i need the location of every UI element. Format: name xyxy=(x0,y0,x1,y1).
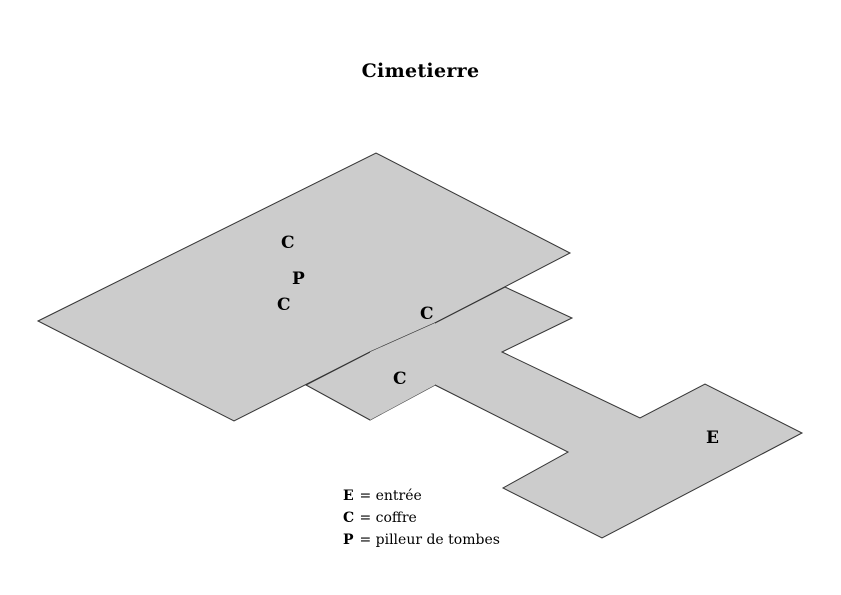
chest-marker: C xyxy=(281,233,295,253)
legend-item-chest: C = coffre xyxy=(343,507,500,529)
legend-symbol: P xyxy=(343,532,354,548)
chest-marker: C xyxy=(393,369,407,389)
map-title: Cimetierre xyxy=(361,60,480,82)
grave-robber-marker: P xyxy=(292,269,305,289)
chest-marker: C xyxy=(420,304,434,324)
legend-text: = pilleur de tombes xyxy=(359,532,500,548)
chest-marker: C xyxy=(277,295,291,315)
map-legend: E = entrée C = coffre P = pilleur de tom… xyxy=(343,485,500,551)
entrance-marker: E xyxy=(706,428,719,448)
legend-text: = coffre xyxy=(359,510,417,526)
legend-symbol: E xyxy=(343,488,354,504)
legend-text: = entrée xyxy=(359,488,422,504)
legend-symbol: C xyxy=(343,510,355,526)
floor-seam xyxy=(370,323,435,420)
legend-item-entrance: E = entrée xyxy=(343,485,500,507)
legend-item-grave-robber: P = pilleur de tombes xyxy=(343,529,500,551)
